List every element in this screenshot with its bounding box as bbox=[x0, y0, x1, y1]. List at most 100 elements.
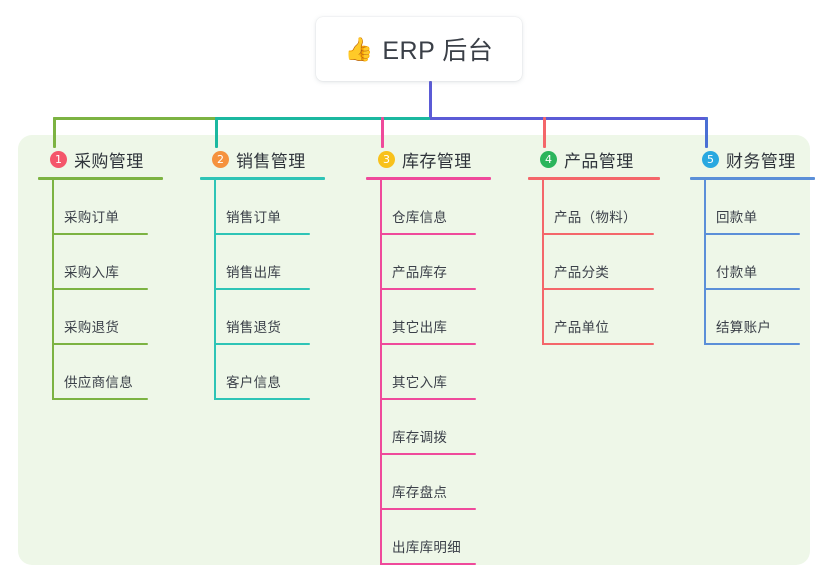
leaf-node[interactable]: 客户信息 bbox=[200, 345, 325, 400]
branch-title-text: 产品管理 bbox=[564, 151, 634, 171]
branch-column-3: 3 库存管理仓库信息产品库存其它出库其它入库库存调拨库存盘点出库库明细 bbox=[366, 146, 491, 565]
leaf-node-underline bbox=[214, 233, 310, 235]
leaf-node[interactable]: 采购订单 bbox=[38, 180, 163, 235]
leaf-node-underline bbox=[542, 233, 654, 235]
leaf-node[interactable]: 采购入库 bbox=[38, 235, 163, 290]
branch-column-5: 5 财务管理回款单付款单结算账户 bbox=[690, 146, 815, 345]
branch-underline bbox=[38, 177, 163, 180]
leaf-node-label: 其它出库 bbox=[392, 320, 448, 335]
root-node-erp-backend[interactable]: 👍 ERP 后台 bbox=[316, 17, 522, 81]
leaf-node-label: 产品单位 bbox=[554, 320, 610, 335]
leaf-node-underline bbox=[380, 398, 476, 400]
diagram-panel-background bbox=[18, 135, 810, 565]
leaf-node-underline bbox=[214, 288, 310, 290]
branch-number-badge: 4 bbox=[540, 150, 557, 168]
leaf-node[interactable]: 供应商信息 bbox=[38, 345, 163, 400]
leaf-node-label: 采购入库 bbox=[64, 265, 120, 280]
leaf-node-label: 销售出库 bbox=[226, 265, 282, 280]
branch-underline bbox=[690, 177, 815, 180]
leaf-node-underline bbox=[52, 233, 148, 235]
leaf-node[interactable]: 销售订单 bbox=[200, 180, 325, 235]
leaf-node-underline bbox=[542, 343, 654, 345]
branch-column-4: 4 产品管理产品（物料） 产品分类产品单位 bbox=[528, 146, 660, 345]
leaf-node-underline bbox=[704, 288, 800, 290]
branch-leaf-list: 采购订单采购入库采购退货供应商信息 bbox=[38, 180, 163, 400]
branch-spine bbox=[52, 180, 54, 400]
leaf-node-label: 出库库明细 bbox=[392, 540, 461, 555]
leaf-node-label: 产品（物料） bbox=[554, 210, 637, 225]
leaf-node-label: 采购订单 bbox=[64, 210, 120, 225]
leaf-node-label: 库存盘点 bbox=[392, 485, 448, 500]
leaf-node-label: 结算账户 bbox=[716, 320, 772, 335]
leaf-node-underline bbox=[52, 398, 148, 400]
branch-title-text: 采购管理 bbox=[74, 151, 144, 171]
leaf-node-underline bbox=[704, 343, 800, 345]
leaf-node-label: 销售订单 bbox=[226, 210, 282, 225]
leaf-node[interactable]: 产品库存 bbox=[366, 235, 491, 290]
leaf-node[interactable]: 采购退货 bbox=[38, 290, 163, 345]
branch-header-1[interactable]: 1 采购管理 bbox=[38, 146, 163, 172]
branch-header-5[interactable]: 5 财务管理 bbox=[690, 146, 815, 172]
leaf-node-label: 供应商信息 bbox=[64, 375, 133, 390]
leaf-node[interactable]: 库存盘点 bbox=[366, 455, 491, 510]
branch-title-text: 财务管理 bbox=[726, 151, 796, 171]
branch-number-badge: 2 bbox=[212, 150, 229, 168]
branch-number-badge: 3 bbox=[378, 150, 395, 168]
leaf-node-label: 付款单 bbox=[716, 265, 758, 280]
leaf-node[interactable]: 销售出库 bbox=[200, 235, 325, 290]
root-node-content: 👍 ERP 后台 bbox=[345, 31, 494, 67]
branch-underline bbox=[200, 177, 325, 180]
leaf-node-label: 产品分类 bbox=[554, 265, 610, 280]
leaf-node[interactable]: 出库库明细 bbox=[366, 510, 491, 565]
leaf-node-underline bbox=[380, 233, 476, 235]
branch-leaf-list: 仓库信息产品库存其它出库其它入库库存调拨库存盘点出库库明细 bbox=[366, 180, 491, 565]
branch-header-4[interactable]: 4 产品管理 bbox=[528, 146, 660, 172]
leaf-node-label: 销售退货 bbox=[226, 320, 282, 335]
branch-leaf-list: 回款单付款单结算账户 bbox=[690, 180, 815, 345]
branch-spine bbox=[542, 180, 544, 345]
leaf-node[interactable]: 其它出库 bbox=[366, 290, 491, 345]
branch-title-text: 销售管理 bbox=[236, 151, 306, 171]
leaf-node-label: 采购退货 bbox=[64, 320, 120, 335]
leaf-node[interactable]: 销售退货 bbox=[200, 290, 325, 345]
branch-underline bbox=[528, 177, 660, 180]
branch-leaf-list: 产品（物料） 产品分类产品单位 bbox=[528, 180, 660, 345]
branch-column-2: 2 销售管理销售订单销售出库销售退货客户信息 bbox=[200, 146, 325, 400]
branch-spine bbox=[704, 180, 706, 345]
leaf-node-label: 产品库存 bbox=[392, 265, 448, 280]
leaf-node[interactable]: 仓库信息 bbox=[366, 180, 491, 235]
leaf-node[interactable]: 库存调拨 bbox=[366, 400, 491, 455]
leaf-node-underline bbox=[542, 288, 654, 290]
branch-number-badge: 5 bbox=[702, 150, 719, 168]
leaf-node-label: 客户信息 bbox=[226, 375, 282, 390]
leaf-node[interactable]: 结算账户 bbox=[690, 290, 815, 345]
leaf-node-underline bbox=[380, 288, 476, 290]
branch-spine bbox=[380, 180, 382, 565]
leaf-node-underline bbox=[704, 233, 800, 235]
leaf-node[interactable]: 回款单 bbox=[690, 180, 815, 235]
leaf-node-underline bbox=[52, 343, 148, 345]
leaf-node[interactable]: 产品分类 bbox=[528, 235, 660, 290]
leaf-node-label: 库存调拨 bbox=[392, 430, 448, 445]
branch-number-badge: 1 bbox=[50, 150, 67, 168]
branch-underline bbox=[366, 177, 491, 180]
leaf-node-label: 其它入库 bbox=[392, 375, 448, 390]
leaf-node[interactable]: 付款单 bbox=[690, 235, 815, 290]
leaf-node[interactable]: 产品（物料） bbox=[528, 180, 660, 235]
leaf-node-underline bbox=[214, 343, 310, 345]
leaf-node-underline bbox=[52, 288, 148, 290]
root-title-text: ERP 后台 bbox=[382, 37, 494, 65]
leaf-node-label: 仓库信息 bbox=[392, 210, 448, 225]
leaf-node-underline bbox=[380, 508, 476, 510]
branch-leaf-list: 销售订单销售出库销售退货客户信息 bbox=[200, 180, 325, 400]
branch-title-text: 库存管理 bbox=[402, 151, 472, 171]
leaf-node[interactable]: 其它入库 bbox=[366, 345, 491, 400]
thumbs-up-icon: 👍 bbox=[344, 35, 374, 62]
branch-spine bbox=[214, 180, 216, 400]
leaf-node-label: 回款单 bbox=[716, 210, 758, 225]
branch-header-2[interactable]: 2 销售管理 bbox=[200, 146, 325, 172]
branch-header-3[interactable]: 3 库存管理 bbox=[366, 146, 491, 172]
leaf-node[interactable]: 产品单位 bbox=[528, 290, 660, 345]
